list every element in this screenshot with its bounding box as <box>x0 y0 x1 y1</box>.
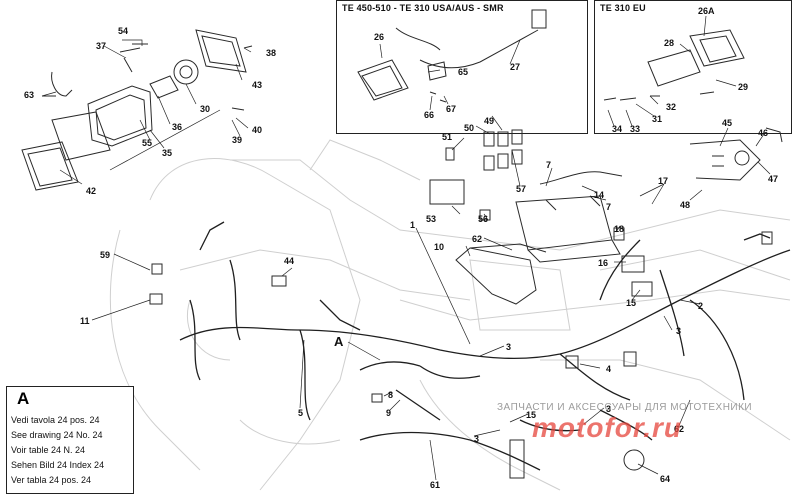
callout-3d: 3 <box>474 434 479 444</box>
callout-53: 53 <box>426 214 436 224</box>
inset-te310eu-frame <box>594 0 792 134</box>
callout-28: 28 <box>664 38 674 48</box>
callout-62b: 62 <box>674 424 684 434</box>
callout-7b: 7 <box>606 202 611 212</box>
callout-3b: 3 <box>676 326 681 336</box>
callout-49: 49 <box>484 116 494 126</box>
callout-44: 44 <box>284 256 294 266</box>
inset-te450-title: TE 450-510 - TE 310 USA/AUS - SMR <box>342 3 504 13</box>
callout-59: 59 <box>100 250 110 260</box>
callout-35: 35 <box>162 148 172 158</box>
callout-51: 51 <box>442 132 452 142</box>
callout-50: 50 <box>464 123 474 133</box>
callout-3c: 3 <box>606 404 611 414</box>
callout-11: 11 <box>80 316 90 326</box>
callout-38: 38 <box>266 48 276 58</box>
callout-39: 39 <box>232 135 242 145</box>
callout-1: 1 <box>410 220 415 230</box>
callout-64: 64 <box>660 474 670 484</box>
callout-10: 10 <box>434 242 444 252</box>
callout-43: 43 <box>252 80 262 90</box>
headlight-assembly <box>21 29 253 191</box>
callout-26A: 26A <box>698 6 715 16</box>
main-wiring-harness <box>179 221 791 471</box>
callout-8: 8 <box>388 390 393 400</box>
callout-9: 9 <box>386 408 391 418</box>
leader-lines <box>41 15 771 481</box>
callout-66: 66 <box>424 110 434 120</box>
callout-47: 47 <box>768 174 778 184</box>
callout-32: 32 <box>666 102 676 112</box>
inset-te310eu-title: TE 310 EU <box>600 3 646 13</box>
callout-14: 14 <box>594 190 604 200</box>
callout-17: 17 <box>658 176 668 186</box>
callout-34: 34 <box>612 124 622 134</box>
callout-65: 65 <box>458 67 468 77</box>
legend-line: Voir table 24 N. 24 <box>11 445 86 455</box>
callout-3a: 3 <box>506 342 511 352</box>
callout-37: 37 <box>96 41 106 51</box>
legend-box: A Vedi tavola 24 pos. 24 See drawing 24 … <box>6 386 134 494</box>
callout-16: 16 <box>598 258 608 268</box>
callout-56: 56 <box>478 214 488 224</box>
callout-45: 45 <box>722 118 732 128</box>
callout-48: 48 <box>680 200 690 210</box>
callout-5: 5 <box>298 408 303 418</box>
callout-30: 30 <box>200 104 210 114</box>
callout-27: 27 <box>510 62 520 72</box>
callout-29: 29 <box>738 82 748 92</box>
turn-signal-rear <box>689 127 783 181</box>
callout-33: 33 <box>630 124 640 134</box>
tail-light-te450 <box>357 9 547 103</box>
callout-26: 26 <box>374 32 384 42</box>
callout-57: 57 <box>516 184 526 194</box>
watermark-brand: motofor.ru <box>532 412 682 443</box>
callout-36: 36 <box>172 122 182 132</box>
callout-15a: 15 <box>626 298 636 308</box>
relays-fuses <box>429 129 625 241</box>
callout-63: 63 <box>24 90 34 100</box>
callout-4: 4 <box>606 364 611 374</box>
callout-A: A <box>334 334 344 349</box>
legend-line: Vedi tavola 24 pos. 24 <box>11 415 100 425</box>
callout-2: 2 <box>698 301 703 311</box>
callout-15b: 15 <box>526 410 536 420</box>
callout-55: 55 <box>142 138 152 148</box>
legend-line: Ver tabla 24 pos. 24 <box>11 475 92 485</box>
callout-40: 40 <box>252 125 262 135</box>
harness-connectors <box>149 231 773 479</box>
callout-42: 42 <box>86 186 96 196</box>
callout-46: 46 <box>758 128 768 138</box>
legend-letter: A <box>17 389 30 408</box>
battery-and-holder <box>455 171 623 305</box>
callout-54: 54 <box>118 26 128 36</box>
callout-61: 61 <box>430 480 440 490</box>
watermark-tagline: ЗАПЧАСТИ И АКСЕССУАРЫ ДЛЯ МОТОТЕХНИКИ <box>497 402 753 413</box>
callout-7a: 7 <box>546 160 551 170</box>
tail-light-te310eu <box>603 29 745 101</box>
legend-line: See drawing 24 No. 24 <box>11 430 103 440</box>
callout-31: 31 <box>652 114 662 124</box>
callout-18: 18 <box>614 224 624 234</box>
motorcycle-frame-outline <box>109 139 791 491</box>
callout-67: 67 <box>446 104 456 114</box>
callout-62a: 62 <box>472 234 482 244</box>
legend-line: Sehen Bild 24 Index 24 <box>11 460 105 470</box>
